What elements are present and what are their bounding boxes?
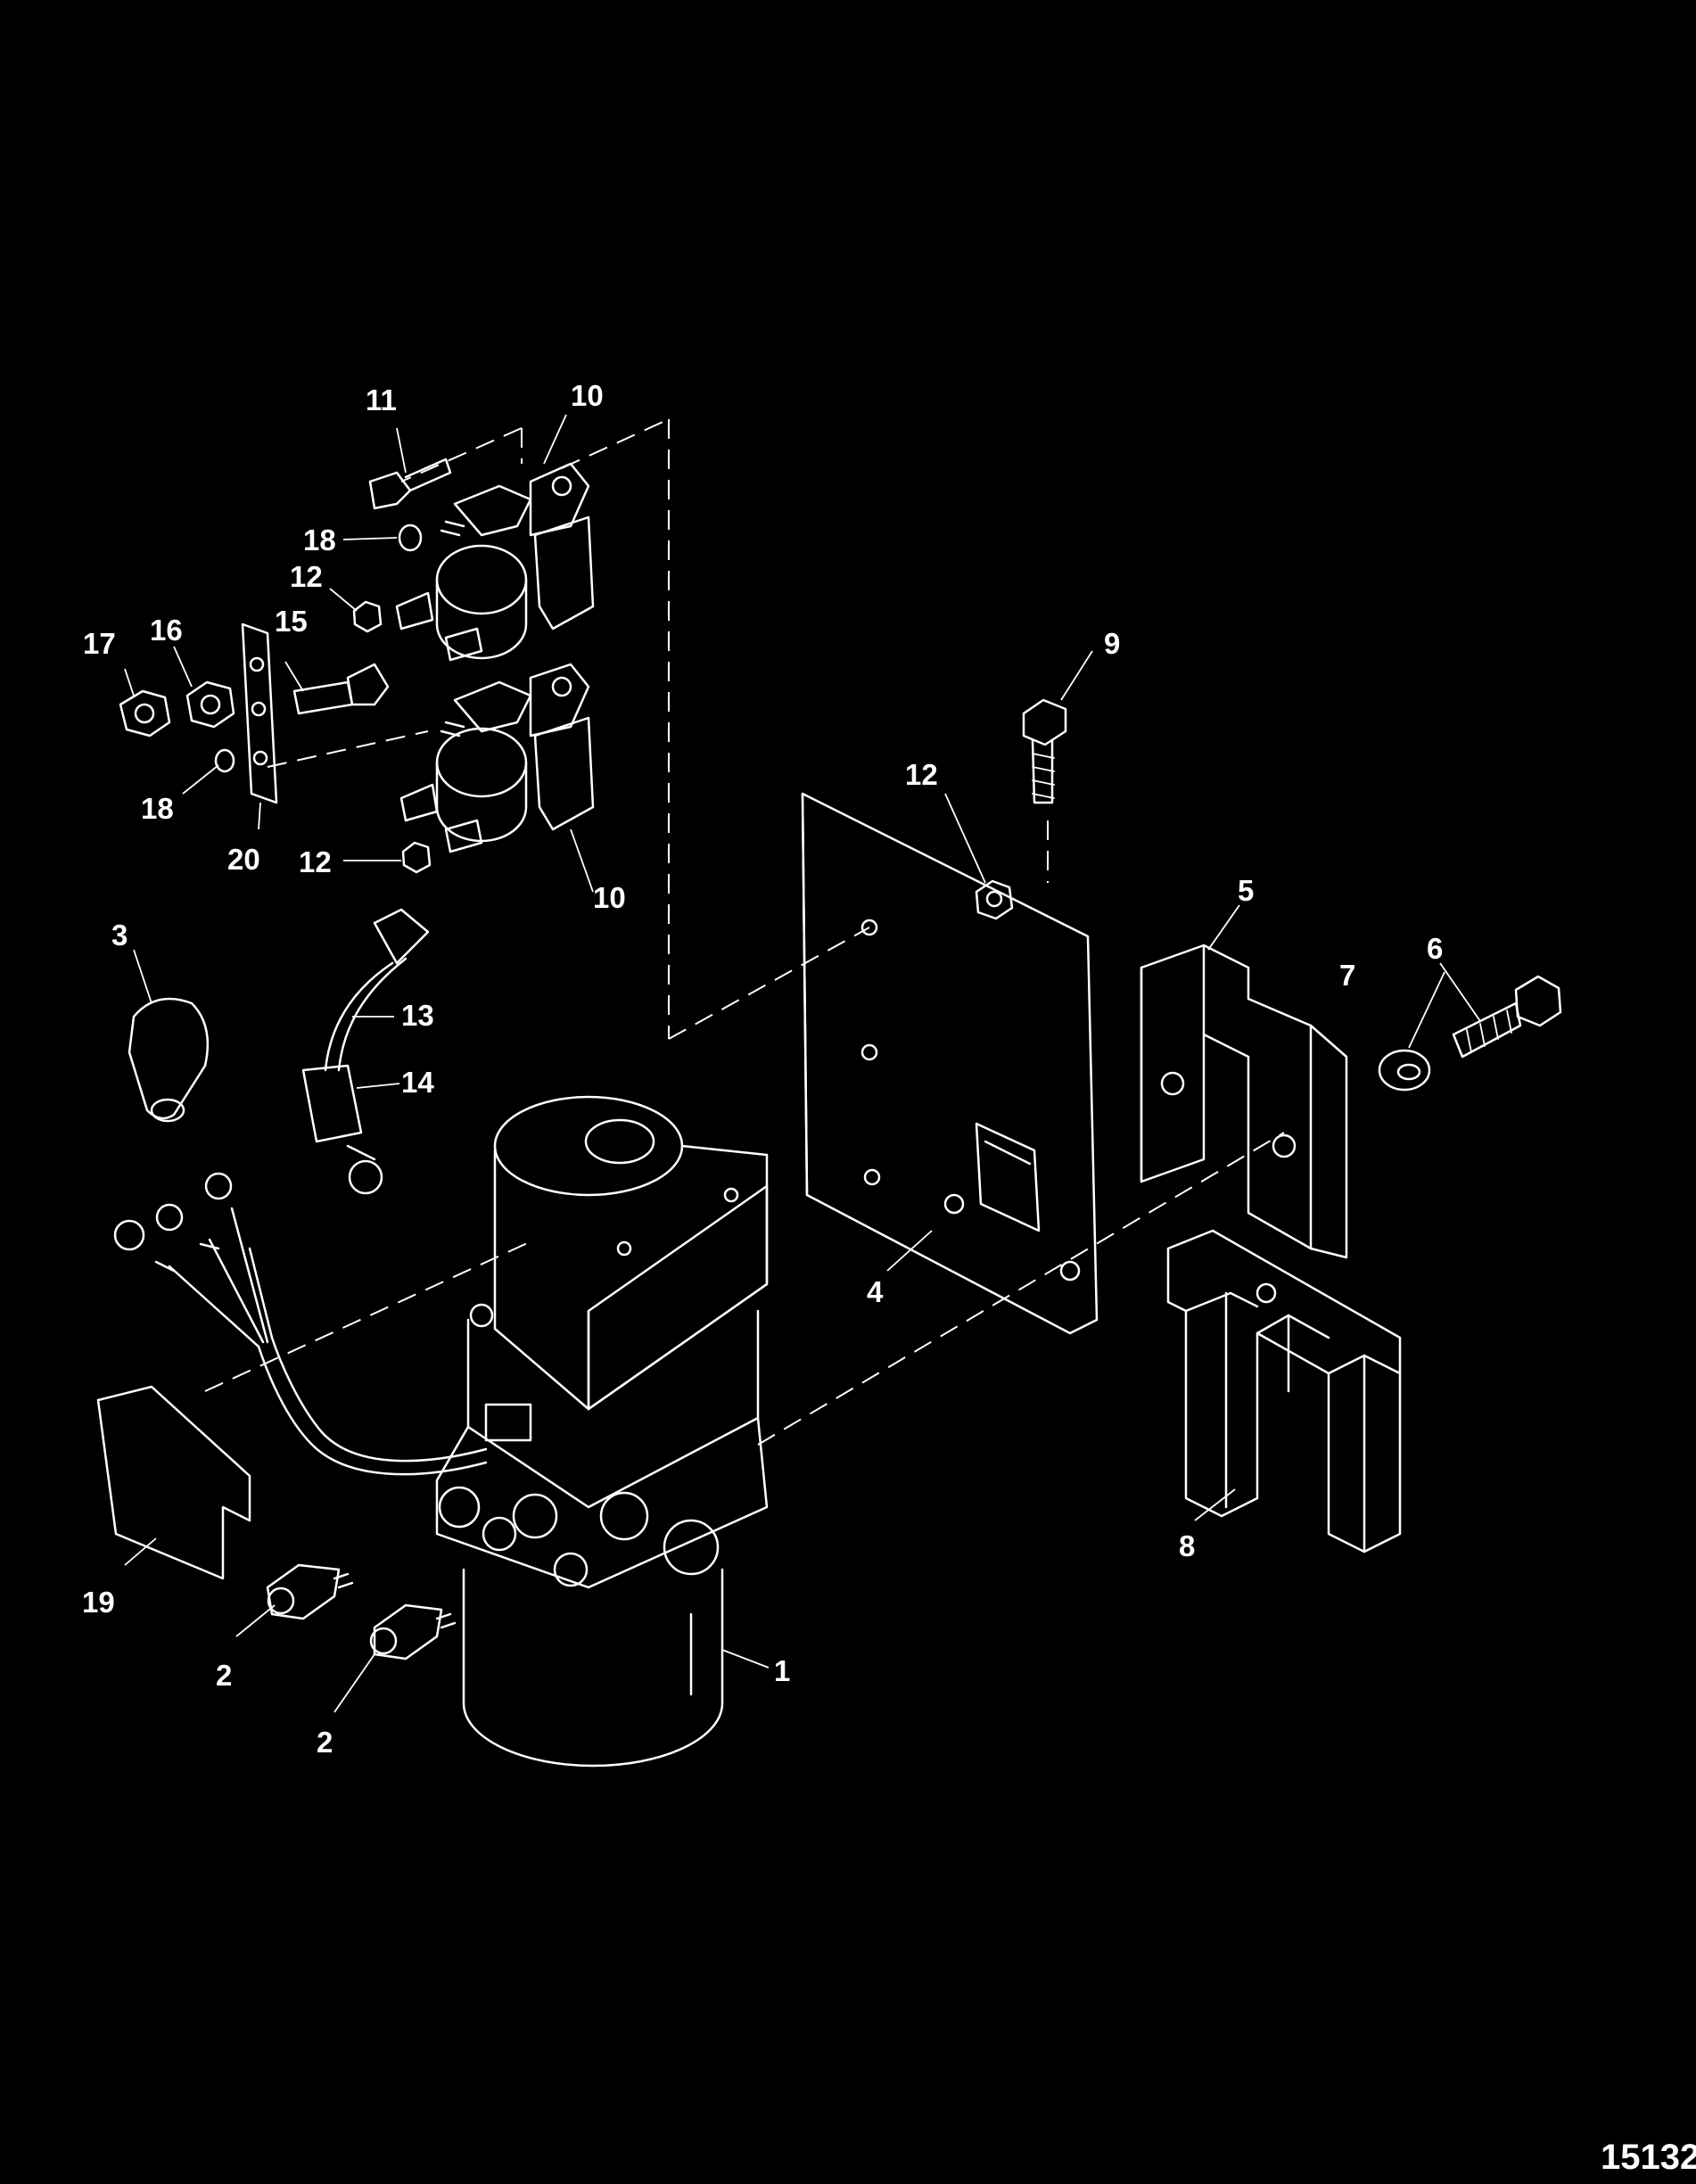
callout-labels: 11 10 18 12 15 16 17 18 20 12 10 9 12 5 …: [82, 379, 1443, 1759]
callout-2-upper: 2: [216, 1659, 232, 1692]
callout-5: 5: [1238, 874, 1254, 907]
callout-18-upper: 18: [303, 523, 336, 556]
fittings: [266, 1563, 457, 1661]
callout-4: 4: [867, 1275, 884, 1308]
small-hardware: [119, 457, 452, 874]
callout-11: 11: [366, 383, 397, 416]
callout-15: 15: [275, 605, 308, 638]
callout-10-top: 10: [571, 379, 604, 412]
pump-motor-assembly: [435, 1095, 769, 1768]
callout-3: 3: [111, 919, 128, 952]
callout-14: 14: [401, 1066, 434, 1099]
mounting-bracket: [1140, 944, 1348, 1259]
cable-assembly: [301, 908, 430, 1195]
callout-18-lower: 18: [141, 792, 174, 825]
callout-8: 8: [1179, 1529, 1195, 1562]
wire-harness: [113, 1172, 488, 1476]
washer-and-bolt: [1378, 975, 1562, 1092]
solenoid-upper: [395, 462, 595, 662]
callout-12-lower: 12: [299, 845, 332, 878]
channel-bracket: [1166, 1229, 1402, 1554]
callout-2-lower: 2: [317, 1726, 333, 1759]
terminal-boot: [128, 997, 210, 1123]
callout-6: 6: [1427, 932, 1443, 965]
mounting-plate: [801, 792, 1099, 1335]
bolt-and-nut-right: [975, 698, 1067, 920]
callout-17: 17: [83, 627, 116, 660]
callout-20: 20: [227, 843, 260, 876]
shield-plate: [96, 1385, 251, 1580]
callout-7: 7: [1339, 959, 1355, 992]
callout-9: 9: [1104, 627, 1120, 660]
callout-1: 1: [774, 1654, 790, 1687]
assembly-dashed-lines: [204, 418, 1285, 1446]
leader-lines: [124, 414, 1481, 1713]
solenoid-lower: [399, 663, 595, 853]
callout-12-right: 12: [905, 758, 938, 791]
callout-12-upper: 12: [290, 560, 323, 593]
callout-16: 16: [150, 614, 183, 647]
callout-19: 19: [82, 1586, 115, 1619]
callout-13: 13: [401, 999, 434, 1032]
callout-10-bottom: 10: [593, 881, 626, 914]
drawing-number: 15132: [1601, 2138, 1696, 2177]
